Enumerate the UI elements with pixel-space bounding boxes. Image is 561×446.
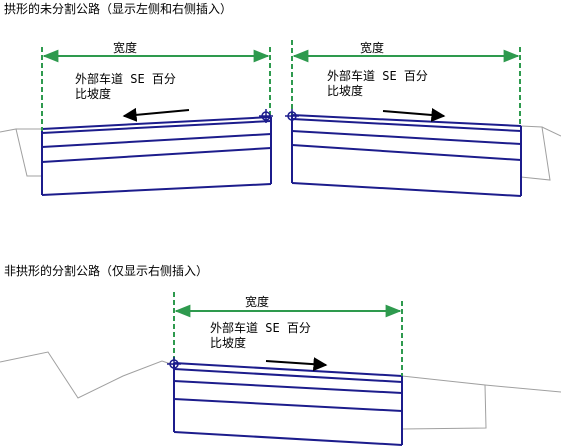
section-right: 宽度 外部车道 SE 百分 比坡度 [285, 40, 561, 197]
ground-line-bottom-right [401, 375, 487, 430]
ground-line-left [0, 128, 42, 177]
slope-arrow-bottom [265, 357, 328, 372]
ground-line-bottom-left [0, 351, 175, 399]
width-label-right: 宽度 [360, 40, 384, 55]
pavement-layers-left [41, 116, 272, 196]
caption-uncrowned-divided: 非拱形的分割公路（仅显示右侧插入） [4, 264, 209, 278]
pavement-layers-bottom [173, 362, 403, 446]
section-bottom: 宽度 外部车道 SE 百分 比坡度 [0, 292, 561, 446]
slope-label-left-2: 比坡度 [75, 86, 111, 101]
insertion-point-icon-left [259, 109, 273, 123]
caption-crowned-undivided: 拱形的未分割公路（显示左侧和右侧插入） [4, 2, 233, 16]
section-left: 宽度 外部车道 SE 百分 比坡度 [0, 40, 273, 196]
slope-label-left-1: 外部车道 SE 百分 [75, 71, 176, 86]
slope-label-bottom-1: 外部车道 SE 百分 [210, 320, 311, 335]
slope-label-right-2: 比坡度 [327, 83, 363, 98]
insertion-point-icon-right [285, 109, 299, 123]
width-label-left: 宽度 [113, 40, 137, 55]
width-label-bottom: 宽度 [245, 294, 269, 309]
insertion-point-icon-bottom [167, 357, 181, 371]
pavement-layers-right [291, 114, 522, 197]
slope-arrow-left [122, 107, 190, 122]
ground-line-right [520, 125, 551, 181]
slope-label-right-1: 外部车道 SE 百分 [327, 68, 428, 83]
slope-label-bottom-2: 比坡度 [210, 335, 246, 350]
slope-arrow-right [382, 107, 446, 122]
